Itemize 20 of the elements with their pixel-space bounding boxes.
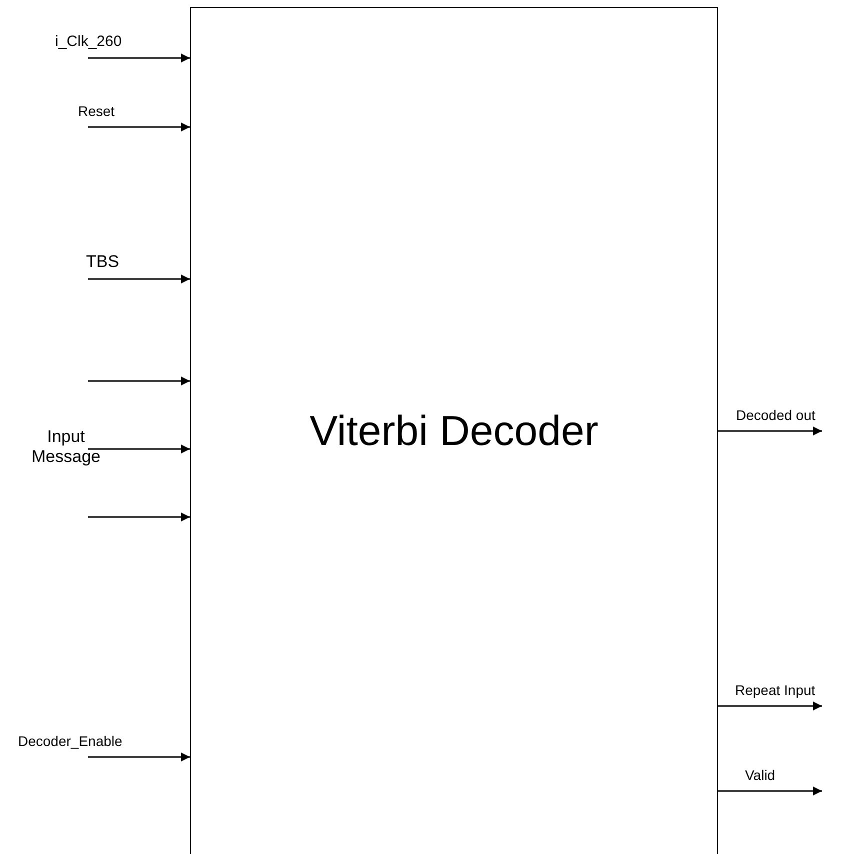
signal-label: TBS: [86, 252, 120, 271]
signal-arrow: [718, 702, 822, 710]
signal-label: Input Message: [30, 427, 102, 466]
signal-arrow: [88, 122, 190, 132]
signal-arrow: [88, 512, 190, 522]
signal-label: i_Clk_260: [55, 33, 122, 50]
signal-arrow: [88, 444, 190, 454]
signal-label: Reset: [78, 103, 115, 119]
signal-label: Decoder_Enable: [18, 733, 122, 749]
signal-arrow: [88, 376, 190, 386]
signal-label: Valid: [745, 767, 776, 783]
signal-arrow: [718, 426, 822, 436]
decoder-block: [190, 7, 718, 854]
signal-label: Repeat Input: [735, 682, 816, 698]
signal-label: Decoded out: [736, 407, 816, 423]
signal-arrow: [88, 54, 190, 62]
signal-arrow: [718, 786, 822, 796]
signal-arrow: [88, 752, 190, 762]
block-title: Viterbi Decoder: [310, 406, 598, 456]
signal-arrow: [88, 274, 190, 284]
